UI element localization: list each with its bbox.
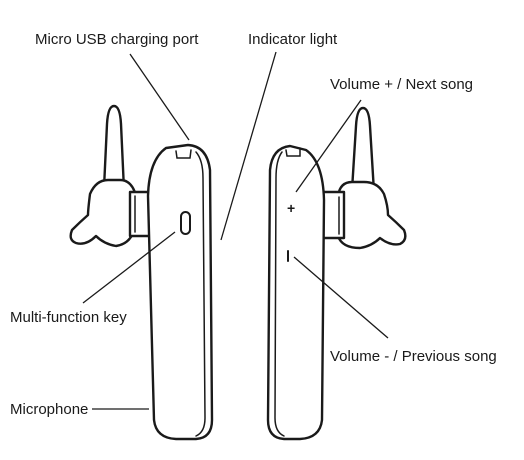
- left-ear-hook: [102, 104, 126, 192]
- right-body-edge: [274, 151, 285, 437]
- microphone-label: Microphone: [10, 401, 88, 418]
- left-usb-notch: [175, 149, 192, 159]
- volume-down-label: Volume - / Previous song: [330, 348, 497, 365]
- micro-usb-port-label: Micro USB charging port: [35, 31, 199, 48]
- usb-port-callout-line: [129, 53, 190, 141]
- multi-function-key-label: Multi-function key: [10, 309, 127, 326]
- callout-lines: [82, 51, 389, 410]
- right-ear-hook: [350, 106, 376, 194]
- multi-function-callout-line: [82, 231, 176, 304]
- multi-function-key: [180, 211, 191, 235]
- labels: Micro USB charging port Indicator light …: [10, 31, 497, 418]
- indicator-light-label: Indicator light: [248, 31, 338, 48]
- right-ear-gel: [336, 180, 407, 250]
- right-top-notch: [285, 147, 301, 157]
- left-headset: [69, 104, 214, 441]
- left-ear-gel: [69, 178, 138, 248]
- right-headset: +: [266, 106, 407, 441]
- indicator-callout-line: [220, 51, 277, 241]
- volume-down-callout-line: [293, 256, 389, 339]
- volume-up-callout-line: [295, 99, 362, 193]
- left-body: [146, 143, 214, 441]
- left-body-edge: [195, 151, 206, 437]
- volume-up-label: Volume + / Next song: [330, 76, 473, 93]
- right-body: [266, 144, 326, 441]
- volume-plus-icon: +: [287, 200, 295, 216]
